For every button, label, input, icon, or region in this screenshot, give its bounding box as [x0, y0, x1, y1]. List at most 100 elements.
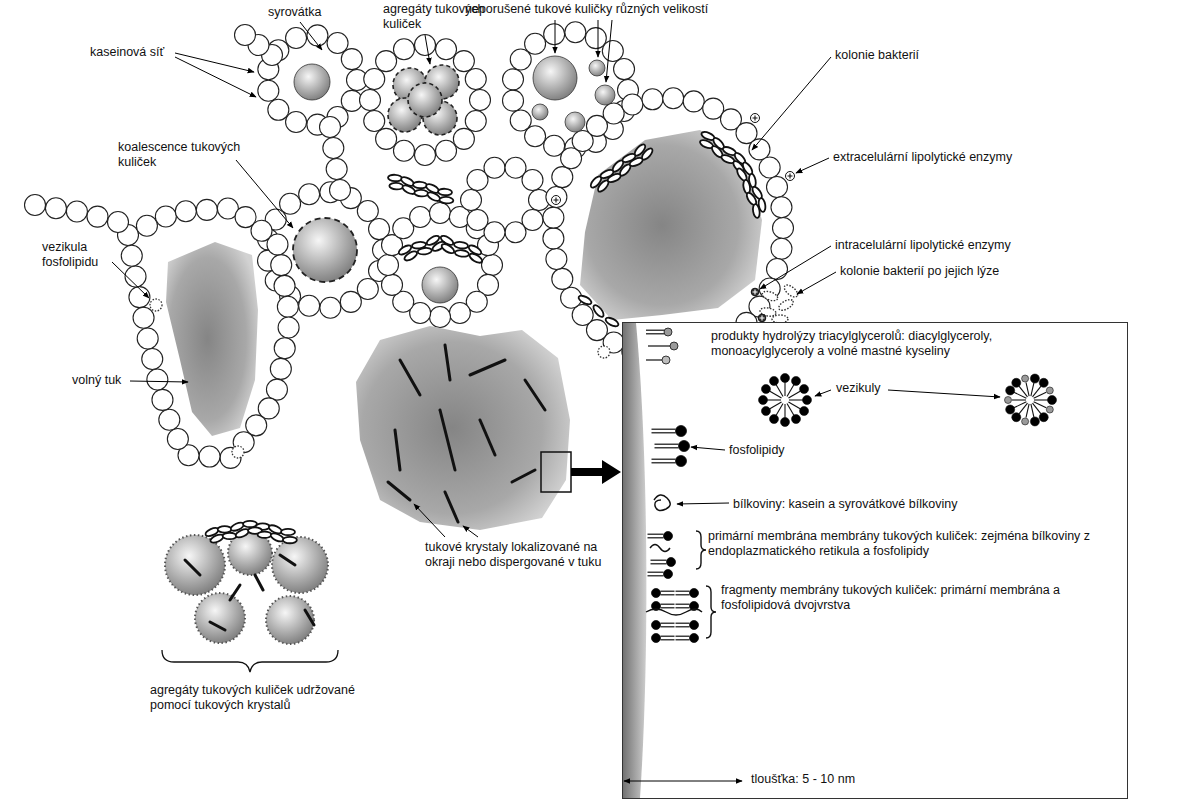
inset-label: produkty hydrolýzy triacylglycerolů: dia… — [711, 329, 1071, 359]
lipid-molecule — [664, 532, 673, 541]
bacterium — [389, 183, 403, 190]
phospholipid-vesicle — [232, 446, 244, 458]
vesicle — [1031, 404, 1034, 418]
vesicle — [788, 385, 808, 399]
casein-micelle — [270, 358, 291, 379]
casein-micelle — [320, 117, 341, 138]
casein-micelle — [326, 159, 347, 180]
fat-crystal — [388, 482, 410, 500]
casein-micelle — [614, 59, 635, 80]
casein-micelle — [410, 207, 431, 228]
casein-micelle — [771, 238, 792, 259]
casein-micelle — [546, 187, 567, 208]
lipid-molecule — [664, 570, 673, 579]
casein-micelle — [125, 266, 146, 287]
inset-label: tloušťka: 5 - 10 nm — [751, 772, 855, 787]
vesicle — [769, 391, 781, 398]
vesicle — [803, 396, 812, 405]
leader-line — [752, 57, 831, 150]
bacterium — [454, 241, 469, 249]
vesicle — [1006, 386, 1015, 395]
casein-micelle — [546, 248, 567, 269]
casein-micelle — [235, 25, 256, 46]
casein-micelle — [602, 40, 623, 61]
lipid-molecule — [676, 623, 690, 624]
fat-crystal — [185, 345, 545, 630]
vesicle — [1030, 374, 1039, 396]
casein-micelle — [465, 68, 486, 89]
leader-line — [796, 158, 829, 173]
fat-globule — [165, 535, 225, 595]
casein-micelle — [376, 51, 397, 72]
membrane-inset — [646, 495, 716, 638]
casein-micelle — [382, 274, 403, 295]
casein-micelle — [510, 110, 531, 131]
vesicle — [767, 399, 781, 400]
bacterium — [281, 529, 295, 535]
lipid-molecule — [648, 532, 673, 541]
vesicle — [1022, 375, 1029, 382]
fat-globule — [532, 104, 548, 120]
callout-label: syrovátka — [268, 5, 322, 20]
fat-crystal — [512, 470, 535, 482]
lipid-molecule — [652, 456, 687, 467]
lipid-molecule — [651, 560, 667, 561]
leader-line — [691, 447, 725, 450]
extracellular-enzyme — [554, 198, 559, 203]
extracellular-enzyme — [751, 114, 760, 123]
fat-globule — [294, 64, 330, 100]
casein-micelle — [268, 99, 289, 120]
vesicle — [1026, 382, 1029, 396]
lipid-molecule — [661, 594, 675, 595]
bacterium — [283, 537, 297, 543]
casein-micelle — [267, 234, 288, 255]
lipid-molecule — [648, 575, 664, 576]
vesicle — [788, 391, 800, 398]
casein-micelle — [137, 328, 158, 349]
callout-label: volný tuk — [72, 373, 121, 388]
zoom-marker — [541, 452, 571, 492]
fat-globule — [565, 112, 585, 132]
callout-label: kolonie bakterií — [835, 48, 919, 63]
membrane-inset — [622, 323, 646, 798]
brace — [162, 650, 338, 672]
extracellular-enzyme — [552, 196, 561, 205]
casein-micelle — [544, 24, 565, 45]
lipid-molecule — [651, 563, 667, 564]
lipid-molecule — [646, 333, 664, 334]
casein-micelle — [771, 197, 792, 218]
casein-micelle — [142, 349, 163, 370]
lipid-molecule — [676, 591, 690, 592]
vesicle — [770, 376, 779, 385]
leader-line — [414, 504, 445, 537]
fat-crystal — [440, 410, 455, 470]
inset-panel: produkty hydrolýzy triacylglycerolů: dia… — [622, 322, 1128, 799]
casein-micelle — [585, 28, 606, 49]
casein-micelle — [543, 207, 564, 228]
vesicle — [800, 407, 809, 416]
zoom-marker — [571, 460, 621, 484]
casein-micelle — [767, 259, 788, 280]
lipid-molecule — [690, 589, 699, 598]
casein-micelle — [364, 68, 385, 89]
lipid-molecule — [676, 634, 699, 643]
lipid-molecule — [651, 558, 676, 567]
phospholipid-vesicle — [150, 299, 162, 311]
extracellular-enzyme — [753, 116, 758, 121]
inset-label: fosfolipidy — [729, 443, 785, 458]
casein-micelle — [147, 369, 168, 390]
casein-micelle — [436, 39, 457, 60]
casein-micelle — [467, 209, 488, 230]
membrane-inset — [622, 322, 1128, 799]
leader-line — [606, 20, 612, 82]
casein-micelle — [415, 145, 436, 166]
vesicle — [770, 403, 784, 423]
vesicle — [1019, 386, 1028, 397]
fat-globule — [388, 65, 459, 135]
casein-micelle — [378, 255, 399, 276]
bacterium — [438, 188, 452, 195]
casein-micelle — [393, 140, 414, 161]
lipid-molecule — [652, 634, 661, 643]
brace — [696, 531, 706, 569]
